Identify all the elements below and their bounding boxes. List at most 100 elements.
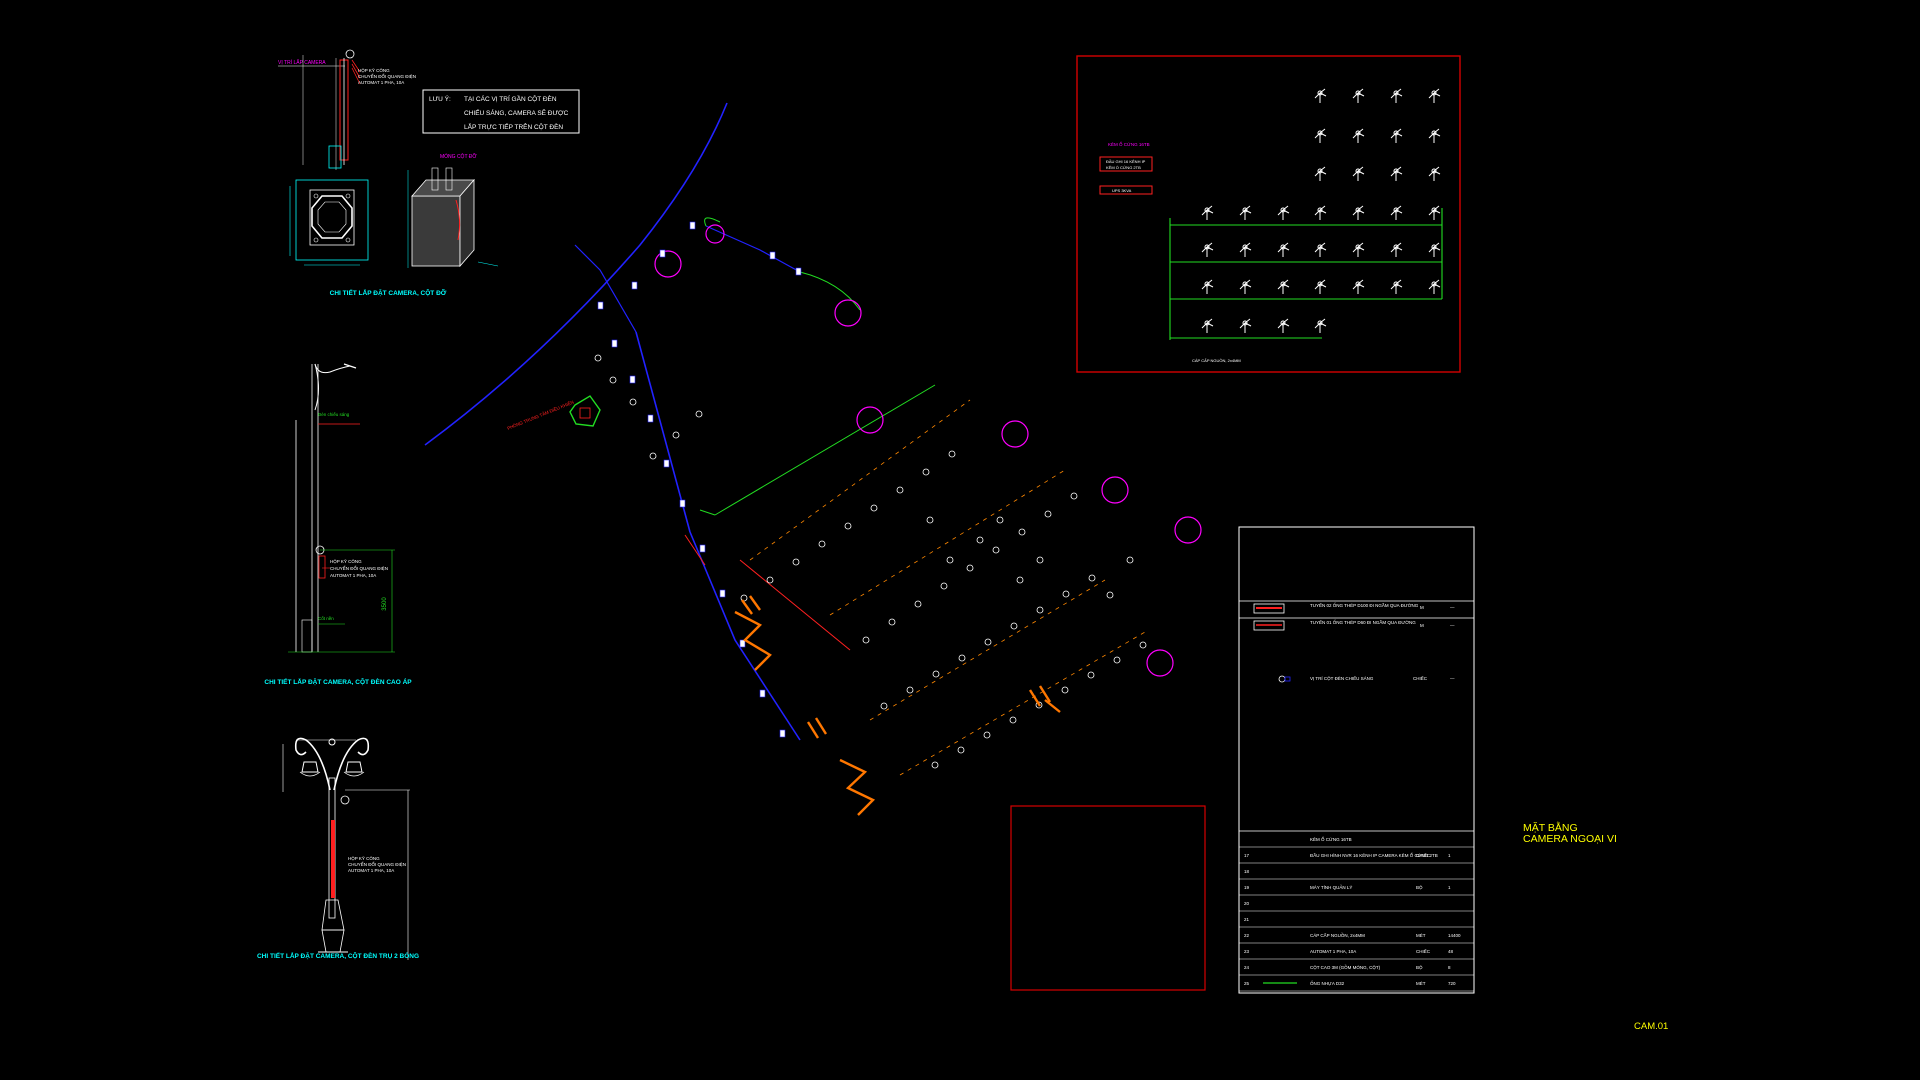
legend-row3-unit: CHIẾC: [1413, 675, 1428, 681]
note-line-1: TẠI CÁC VỊ TRÍ GẦN CỘT ĐÈN: [464, 93, 557, 103]
camera-icon: [1352, 279, 1365, 294]
legend-cell-unit: CHIẾC: [1416, 852, 1431, 858]
label-camera-position: VỊ TRÍ LẮP CAMERA: [278, 58, 326, 66]
legend-cell-desc: ỐNG NHỰA D32: [1310, 980, 1345, 986]
legend-row3-desc: VỊ TRÍ CỘT ĐÈN CHIẾU SÁNG: [1310, 675, 1374, 681]
legend-cell-no: 21: [1244, 917, 1250, 922]
legend-row3-qty: —: [1450, 676, 1455, 681]
label-ground: Cốt nền: [318, 616, 334, 621]
dimension-3500: 3500: [382, 597, 388, 611]
camera-icon: [1428, 88, 1441, 103]
camera-icon: [1239, 205, 1252, 220]
camera-icon: [1201, 318, 1214, 333]
camera-icon: [1314, 166, 1327, 181]
street-light-icon: [314, 363, 357, 411]
camera-icon: [1428, 205, 1441, 220]
legend-cell-desc: CÁP CẤP NGUỒN, 2x4MM: [1310, 932, 1365, 938]
schematic-box-line2: KÊM Ổ CỨNG 2TB: [1106, 165, 1141, 170]
legend-cell-no: 22: [1244, 933, 1250, 938]
note-box: LƯU Ý: TẠI CÁC VỊ TRÍ GẦN CỘT ĐÈN CHIẾU …: [422, 89, 580, 134]
title-block: MẶT BẰNG CAMERA NGOẠI VI CAM.01: [1523, 821, 1668, 1032]
note-prefix: LƯU Ý:: [429, 94, 451, 103]
legend-cell-no: 18: [1244, 869, 1250, 874]
note-line-3: LẮP TRỰC TIẾP TRÊN CỘT ĐÈN: [464, 121, 563, 131]
legend-cell-no: 24: [1244, 965, 1250, 970]
camera-icon: [1352, 166, 1365, 181]
camera-icon: [1277, 205, 1290, 220]
site-plan: PHÒNG TRUNG TÂM ĐIỀU KHIỂN: [424, 102, 1202, 816]
note-hop-ky-cong: HỘP KỸ CÔNG: [358, 67, 390, 73]
schematic-bottom-label: CÁP CẤP NGUỒN, 2x4MM: [1192, 358, 1241, 363]
legend-row2-unit: M: [1420, 623, 1424, 628]
camera-icon: [1239, 242, 1252, 257]
camera-icon: [1201, 205, 1214, 220]
camera-icon: [1390, 205, 1403, 220]
schematic-panel: KÊM Ổ CỨNG 16TB ĐẦU GHI 16 KÊNH IP KÊM Ổ…: [1076, 55, 1461, 373]
legend-table: TUYẾN 02 ỐNG THÉP D100 ĐI NGẦM QUA ĐƯỜNG…: [1238, 526, 1475, 994]
road-boundary: [424, 102, 728, 446]
camera-icon: [1390, 88, 1403, 103]
legend-cell-no: 23: [1244, 949, 1250, 954]
sheet-number: CAM.01: [1634, 1021, 1668, 1032]
camera-icon: [1201, 279, 1214, 294]
camera-icon: [1314, 318, 1327, 333]
camera-icon: [1239, 318, 1252, 333]
camera-icon: [1352, 205, 1365, 220]
legend-row1-desc: TUYẾN 02 ỐNG THÉP D100 ĐI NGẦM QUA ĐƯỜNG: [1310, 602, 1419, 608]
camera-icon: [1314, 88, 1327, 103]
camera-icon: [1428, 128, 1441, 143]
note-hop-ky-cong-2: HỘP KỸ CÔNG: [330, 558, 362, 564]
note-automat: AUTOMAT 1 PHA, 10A: [358, 80, 404, 85]
legend-cell-qty: 14400: [1448, 933, 1461, 938]
legend-cell-no: 17: [1244, 853, 1250, 858]
legend-cell-desc: CỘT CAO 3M (GỒM MÓNG, CỘT): [1310, 964, 1381, 970]
camera-icon: [1314, 205, 1327, 220]
camera-icon: [1239, 279, 1252, 294]
camera-icon: [1428, 279, 1441, 294]
note-chuyen-doi: CHUYỂN ĐỔI QUANG ĐIỆN: [358, 72, 416, 79]
legend-cell-desc: KÊM Ổ CỨNG 16TB: [1310, 835, 1352, 842]
title-line-1: MẶT BẰNG: [1523, 821, 1578, 834]
legend-cell-qty: 8: [1448, 965, 1451, 970]
legend-cell-qty: 720: [1448, 981, 1456, 986]
legend-cell-unit: MÉT: [1416, 980, 1426, 986]
camera-symbol-grid: [1201, 88, 1441, 333]
legend-cell-unit: BỘ: [1416, 884, 1423, 890]
camera-icon: [1390, 166, 1403, 181]
control-room: PHÒNG TRUNG TÂM ĐIỀU KHIỂN: [506, 395, 601, 431]
detail-double-lamp-pole: HỘP KỸ CÔNG CHUYỂN ĐỔI QUANG ĐIỆN AUTOMA…: [257, 737, 419, 960]
title-detail-double-pole: CHI TIẾT LẮP ĐẶT CAMERA, CỘT ĐÈN TRỤ 2 B…: [257, 950, 419, 960]
camera-icon: [1352, 242, 1365, 257]
camera-icon: [1314, 128, 1327, 143]
foundation-iso: MÓNG CỘT ĐỠ: [407, 153, 499, 268]
label-light: Đèn chiếu sáng: [318, 412, 350, 417]
legend-row1-qty: —: [1450, 605, 1455, 610]
street-light-icon: [294, 737, 370, 791]
schematic-ups: UPS 3KVA: [1112, 188, 1132, 193]
note-hop-ky-cong-3: HỘP KỸ CÔNG: [348, 855, 380, 861]
legend-cell-qty: 1: [1448, 885, 1451, 890]
empty-frame: [1010, 805, 1206, 991]
camera-icon: [345, 49, 355, 59]
legend-cell-no: 25: [1244, 981, 1250, 986]
camera-icon: [1390, 128, 1403, 143]
camera-icon: [1352, 88, 1365, 103]
pole-base-plan: [289, 179, 369, 266]
camera-icon: [340, 795, 350, 805]
camera-icon: [1277, 279, 1290, 294]
note-line-2: CHIẾU SÁNG, CAMERA SẼ ĐƯỢC: [464, 107, 569, 117]
camera-icon: [1428, 166, 1441, 181]
legend-cell-qty: 48: [1448, 949, 1454, 954]
legend-cell-unit: BỘ: [1416, 964, 1423, 970]
legend-row2-qty: —: [1450, 623, 1455, 628]
camera-icon: [1314, 242, 1327, 257]
camera-icon: [1277, 242, 1290, 257]
camera-icon: [1352, 128, 1365, 143]
label-control-room: PHÒNG TRUNG TÂM ĐIỀU KHIỂN: [506, 399, 574, 431]
detail-camera-support-pole: VỊ TRÍ LẮP CAMERA HỘP KỸ CÔNG CHUYỂN ĐỔI…: [278, 49, 499, 297]
detail-high-light-pole: Đèn chiếu sáng HỘP KỸ CÔNG CHUYỂN ĐỔI QU…: [264, 363, 412, 686]
legend-cell-no: 20: [1244, 901, 1250, 906]
title-detail-high-pole: CHI TIẾT LẮP ĐẶT CAMERA, CỘT ĐÈN CAO ÁP: [264, 676, 412, 686]
